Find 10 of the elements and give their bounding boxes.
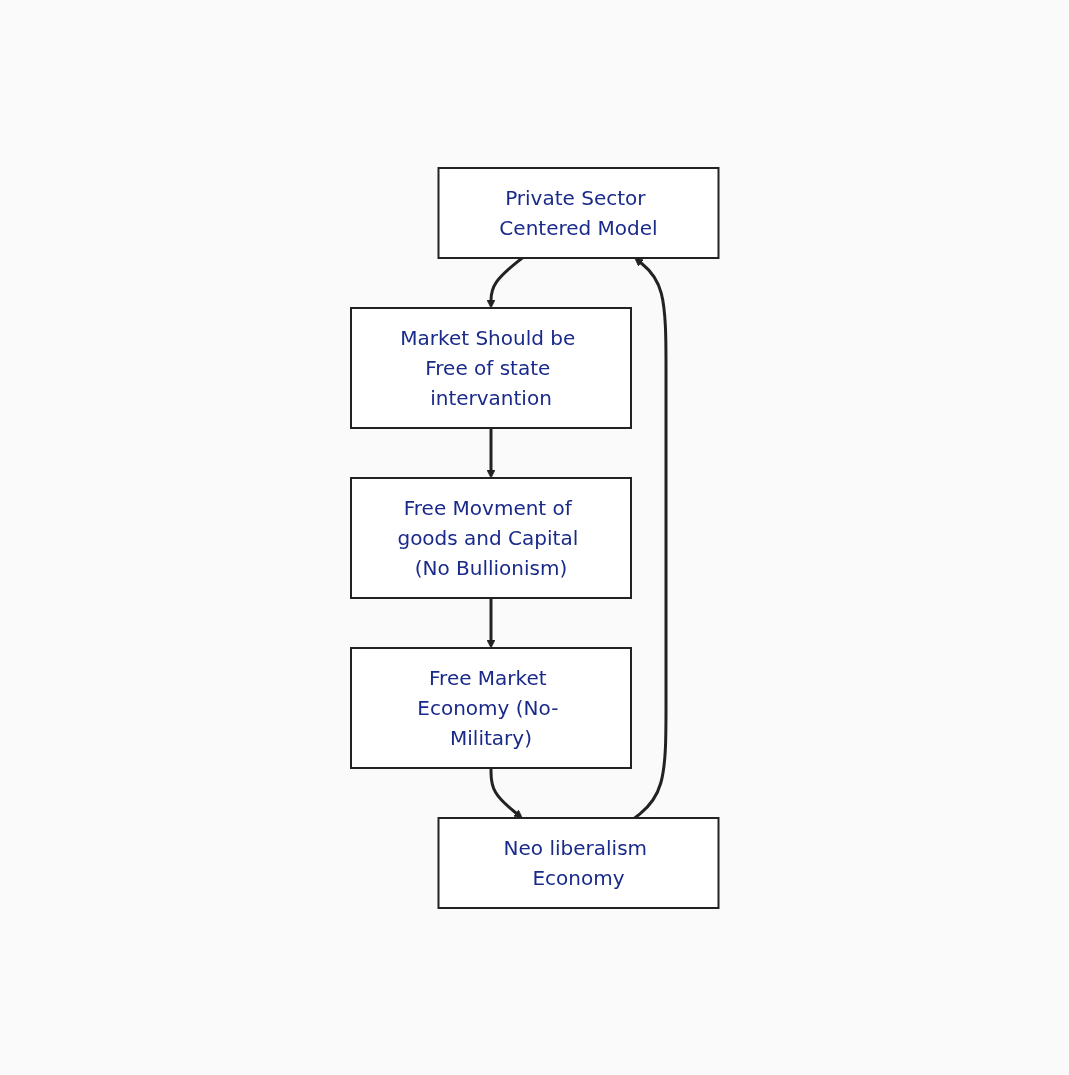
arrow (633, 257, 668, 819)
arrow (486, 597, 496, 648)
node-box: Neo liberalism Economy (437, 816, 720, 909)
node-box: Free Market Economy (No- Military) (349, 646, 632, 769)
arrow (486, 427, 496, 478)
node-box: Private Sector Centered Model (437, 166, 720, 259)
node-box: Market Should be Free of state intervantion (349, 306, 632, 429)
arrow (489, 767, 523, 818)
arrow (486, 256, 523, 308)
node-box: Free Movment of goods and Capital (No Bullionism) (349, 476, 632, 599)
